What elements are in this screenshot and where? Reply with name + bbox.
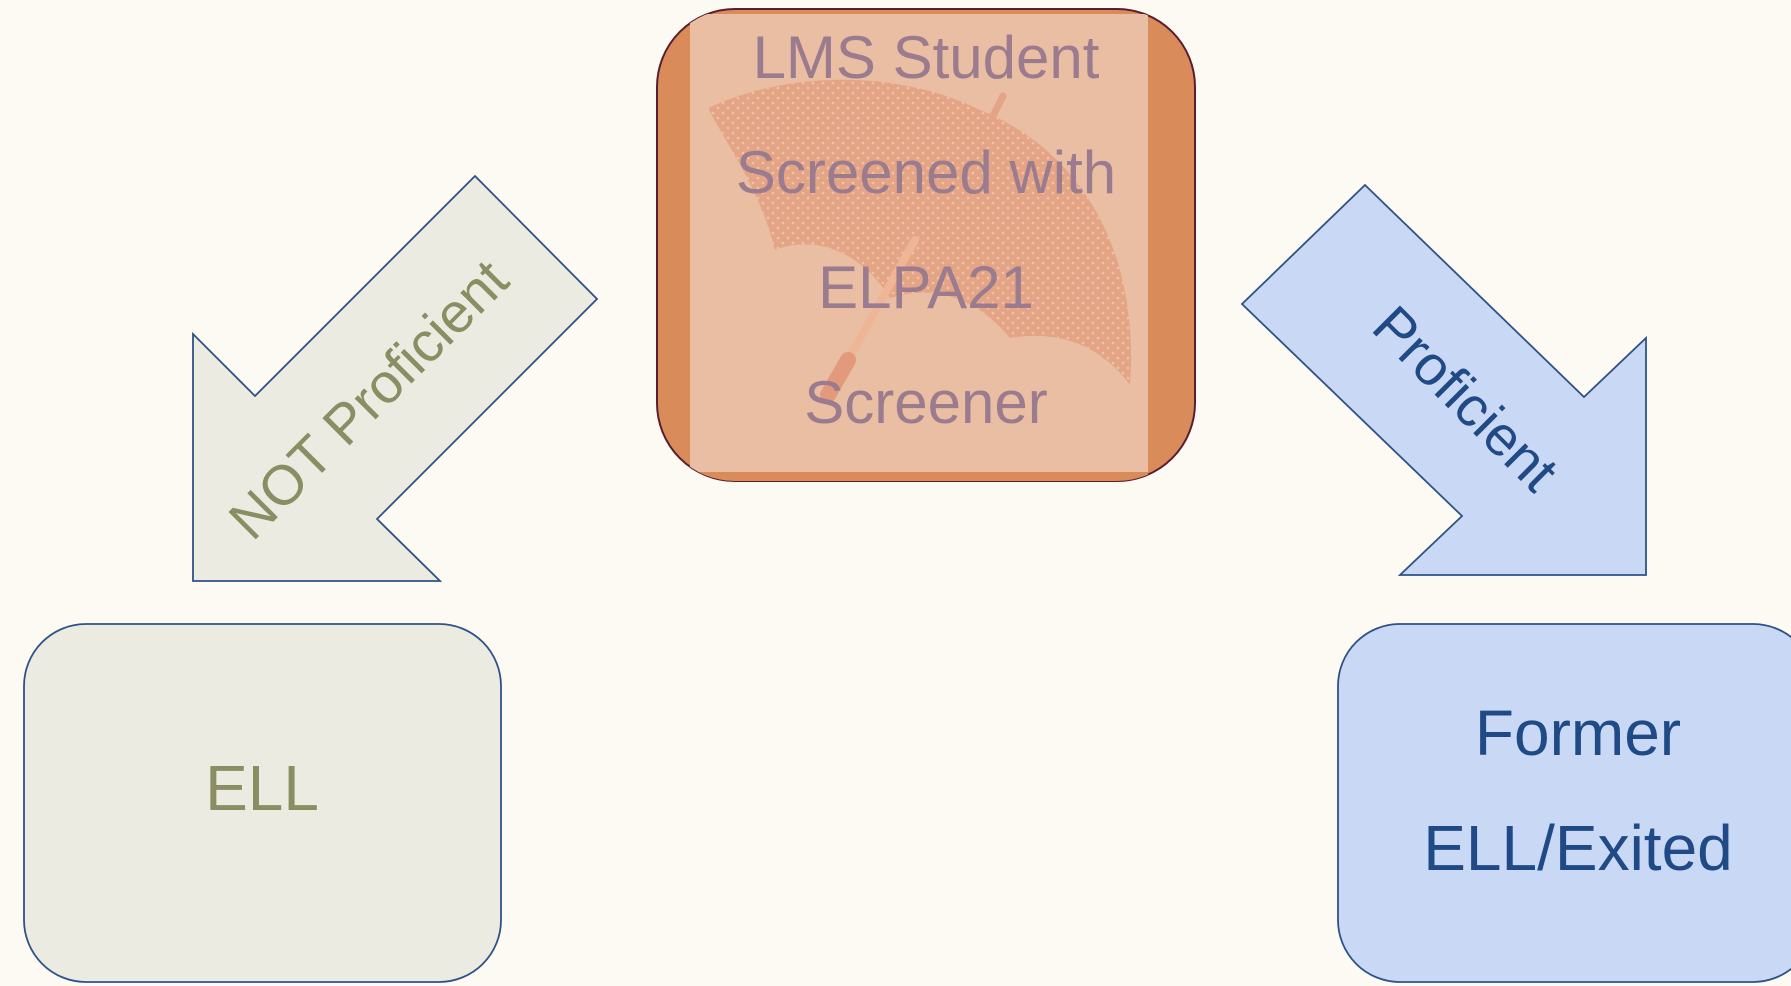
former-ell-box: Former ELL/Exited [1337, 623, 1791, 983]
center-box-line-1: LMS Student [753, 24, 1100, 91]
center-screener-box: LMS Student Screened with ELPA21 Screene… [656, 8, 1196, 482]
center-box-line-3: ELPA21 [818, 254, 1034, 321]
former-ell-box-line-1: Former [1475, 697, 1681, 769]
center-box-line-2: Screened with [736, 139, 1116, 206]
proficient-arrow: Proficient [1240, 183, 1647, 576]
center-box-line-4: Screener [804, 369, 1047, 436]
ell-box-label: ELL [205, 752, 319, 824]
not-proficient-arrow: NOT Proficient [192, 174, 599, 582]
ell-box: ELL [23, 623, 502, 983]
former-ell-box-line-2: ELL/Exited [1423, 812, 1733, 884]
umbrella-icon [708, 79, 1132, 403]
